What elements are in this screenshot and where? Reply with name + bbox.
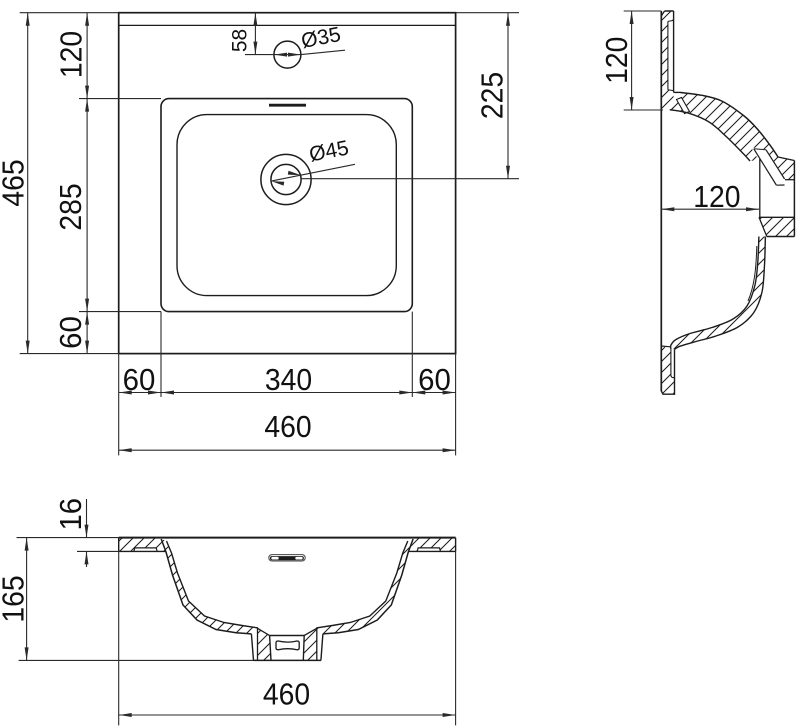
svg-text:60: 60: [53, 316, 88, 349]
svg-text:120: 120: [54, 31, 89, 78]
svg-text:60: 60: [123, 362, 156, 397]
svg-text:120: 120: [693, 179, 740, 214]
svg-text:340: 340: [265, 362, 312, 397]
svg-text:460: 460: [264, 409, 311, 444]
svg-text:225: 225: [475, 72, 510, 119]
svg-text:285: 285: [53, 183, 88, 230]
svg-text:165: 165: [0, 575, 31, 622]
svg-text:60: 60: [418, 362, 451, 397]
svg-text:120: 120: [599, 37, 634, 84]
svg-text:58: 58: [229, 29, 252, 52]
svg-text:465: 465: [0, 159, 31, 206]
svg-text:460: 460: [263, 677, 310, 712]
svg-text:16: 16: [53, 498, 88, 531]
